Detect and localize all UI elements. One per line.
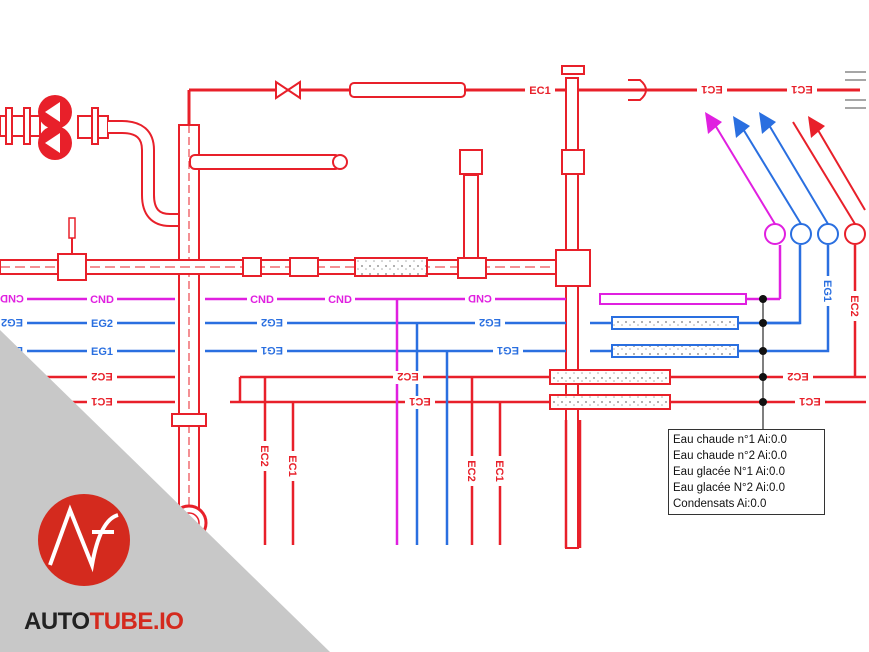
main-horizontal-pipe	[0, 217, 581, 281]
pipe-label-bg	[525, 83, 555, 96]
brand-part2: TUBE.IO	[89, 608, 184, 635]
valve-icon[interactable]	[275, 80, 301, 100]
pipe-label-ec2: EC2	[787, 370, 808, 382]
pipe-label-ec1: EC1	[91, 395, 112, 407]
pipe-label-bg	[87, 316, 117, 329]
legend-item: Eau chaude n°2 Ai:0.0	[673, 450, 787, 462]
pipe-label-bg	[325, 292, 355, 305]
pipe-label-cnd: CND	[0, 292, 24, 304]
pipe-label-bg	[247, 292, 277, 305]
pipe-label-bg	[259, 441, 272, 471]
pipe-label-bg	[0, 293, 27, 306]
header-end-lines	[845, 71, 866, 109]
cnd-insulation	[599, 293, 747, 305]
flow-arrows	[705, 112, 866, 225]
loop-icon	[628, 79, 647, 101]
ec1-top-header	[187, 88, 860, 265]
pipe-label-cnd: CND	[90, 294, 114, 306]
pipe-label-ec1: EC1	[791, 83, 812, 95]
pipe-label-bg	[287, 451, 300, 481]
pipe-label-eg2: EG2	[1, 316, 23, 328]
pipe-label-eg1: EG1	[497, 344, 519, 356]
pipe-label-ec2: EC2	[91, 370, 112, 382]
pipe-label-bg	[87, 371, 117, 384]
pipe-label-ec1: EC1	[286, 455, 298, 476]
pipe-label-bg	[465, 293, 495, 306]
pipe-label-ec1: EC1	[701, 83, 722, 95]
pipe-label-bg	[494, 456, 507, 486]
pipe-label-eg2: EG2	[479, 316, 501, 328]
pipe-label-bg	[795, 396, 825, 409]
pipe-label-bg	[783, 371, 813, 384]
pipe-label-bg	[87, 396, 117, 409]
pipe-label-bg	[787, 84, 817, 97]
riser-ends	[764, 223, 866, 245]
riser-cap	[561, 65, 585, 75]
legend-item: Condensats Ai:0.0	[673, 498, 767, 510]
junction-dots	[759, 295, 767, 406]
legend-item: Eau chaude n°1 Ai:0.0	[673, 434, 787, 446]
insulated-segment	[349, 82, 466, 98]
pipe-label-eg1: EG1	[821, 280, 833, 302]
right-risers	[763, 245, 857, 377]
upper-branch	[189, 154, 341, 170]
pipe-label-bg	[822, 276, 835, 306]
pipe-label-ec2: EC2	[397, 370, 418, 382]
pipe-label-bg	[493, 345, 523, 358]
pump-assembly[interactable]	[0, 95, 109, 160]
pipe-label-bg	[393, 371, 423, 384]
legend-item: Eau glacée N°2 Ai:0.0	[673, 482, 786, 494]
column-valve[interactable]	[171, 413, 207, 427]
pipe-label-bg	[257, 317, 287, 330]
vertical-riser	[565, 77, 579, 549]
pipe-label-bg	[87, 344, 117, 357]
pipe-label-ec2: EC2	[258, 445, 270, 466]
brand-wordmark: AUTOTUBE.IO	[24, 608, 184, 636]
pipe-label-ec1: EC1	[493, 460, 505, 481]
pipe-label-eg1: EG1	[91, 346, 113, 358]
pipe-label-bg	[0, 317, 27, 330]
pipe-label-eg2: EG2	[261, 316, 283, 328]
af-logo-icon	[38, 494, 130, 586]
pipe-label-eg1: EG1	[261, 344, 283, 356]
vertical-drops	[263, 299, 582, 548]
pipe-label-cnd: CND	[250, 294, 274, 306]
pipe-label-ec2: EC2	[465, 460, 477, 481]
pipe-label-ec2: EC2	[848, 295, 860, 316]
grey-corner	[0, 330, 330, 652]
pipe-label-ec1: EC1	[529, 85, 550, 97]
brand-part1: AUTO	[24, 608, 90, 635]
valve-riser-left	[457, 149, 487, 279]
legend-item: Eau glacée N°1 Ai:0.0	[673, 466, 786, 478]
pipe-label-eg2: EG2	[91, 318, 113, 330]
legend-box: Eau chaude n°1 Ai:0.0 Eau chaude n°2 Ai:…	[668, 429, 825, 515]
riser-valve[interactable]	[561, 149, 585, 175]
pipe-label-bg	[87, 292, 117, 305]
pipe-label-bg	[697, 84, 727, 97]
pipe-label-cnd: CND	[328, 294, 352, 306]
pipe-label-bg	[405, 396, 435, 409]
pipe-label-cnd: CND	[468, 292, 492, 304]
pipe-label-bg	[475, 317, 505, 330]
pipe-label-bg	[849, 291, 862, 321]
pipe-label-bg	[257, 345, 287, 358]
pipe-label-ec1: EC1	[409, 395, 430, 407]
pipe-label-ec1: EC1	[799, 395, 820, 407]
pipe-label-bg	[466, 456, 479, 486]
